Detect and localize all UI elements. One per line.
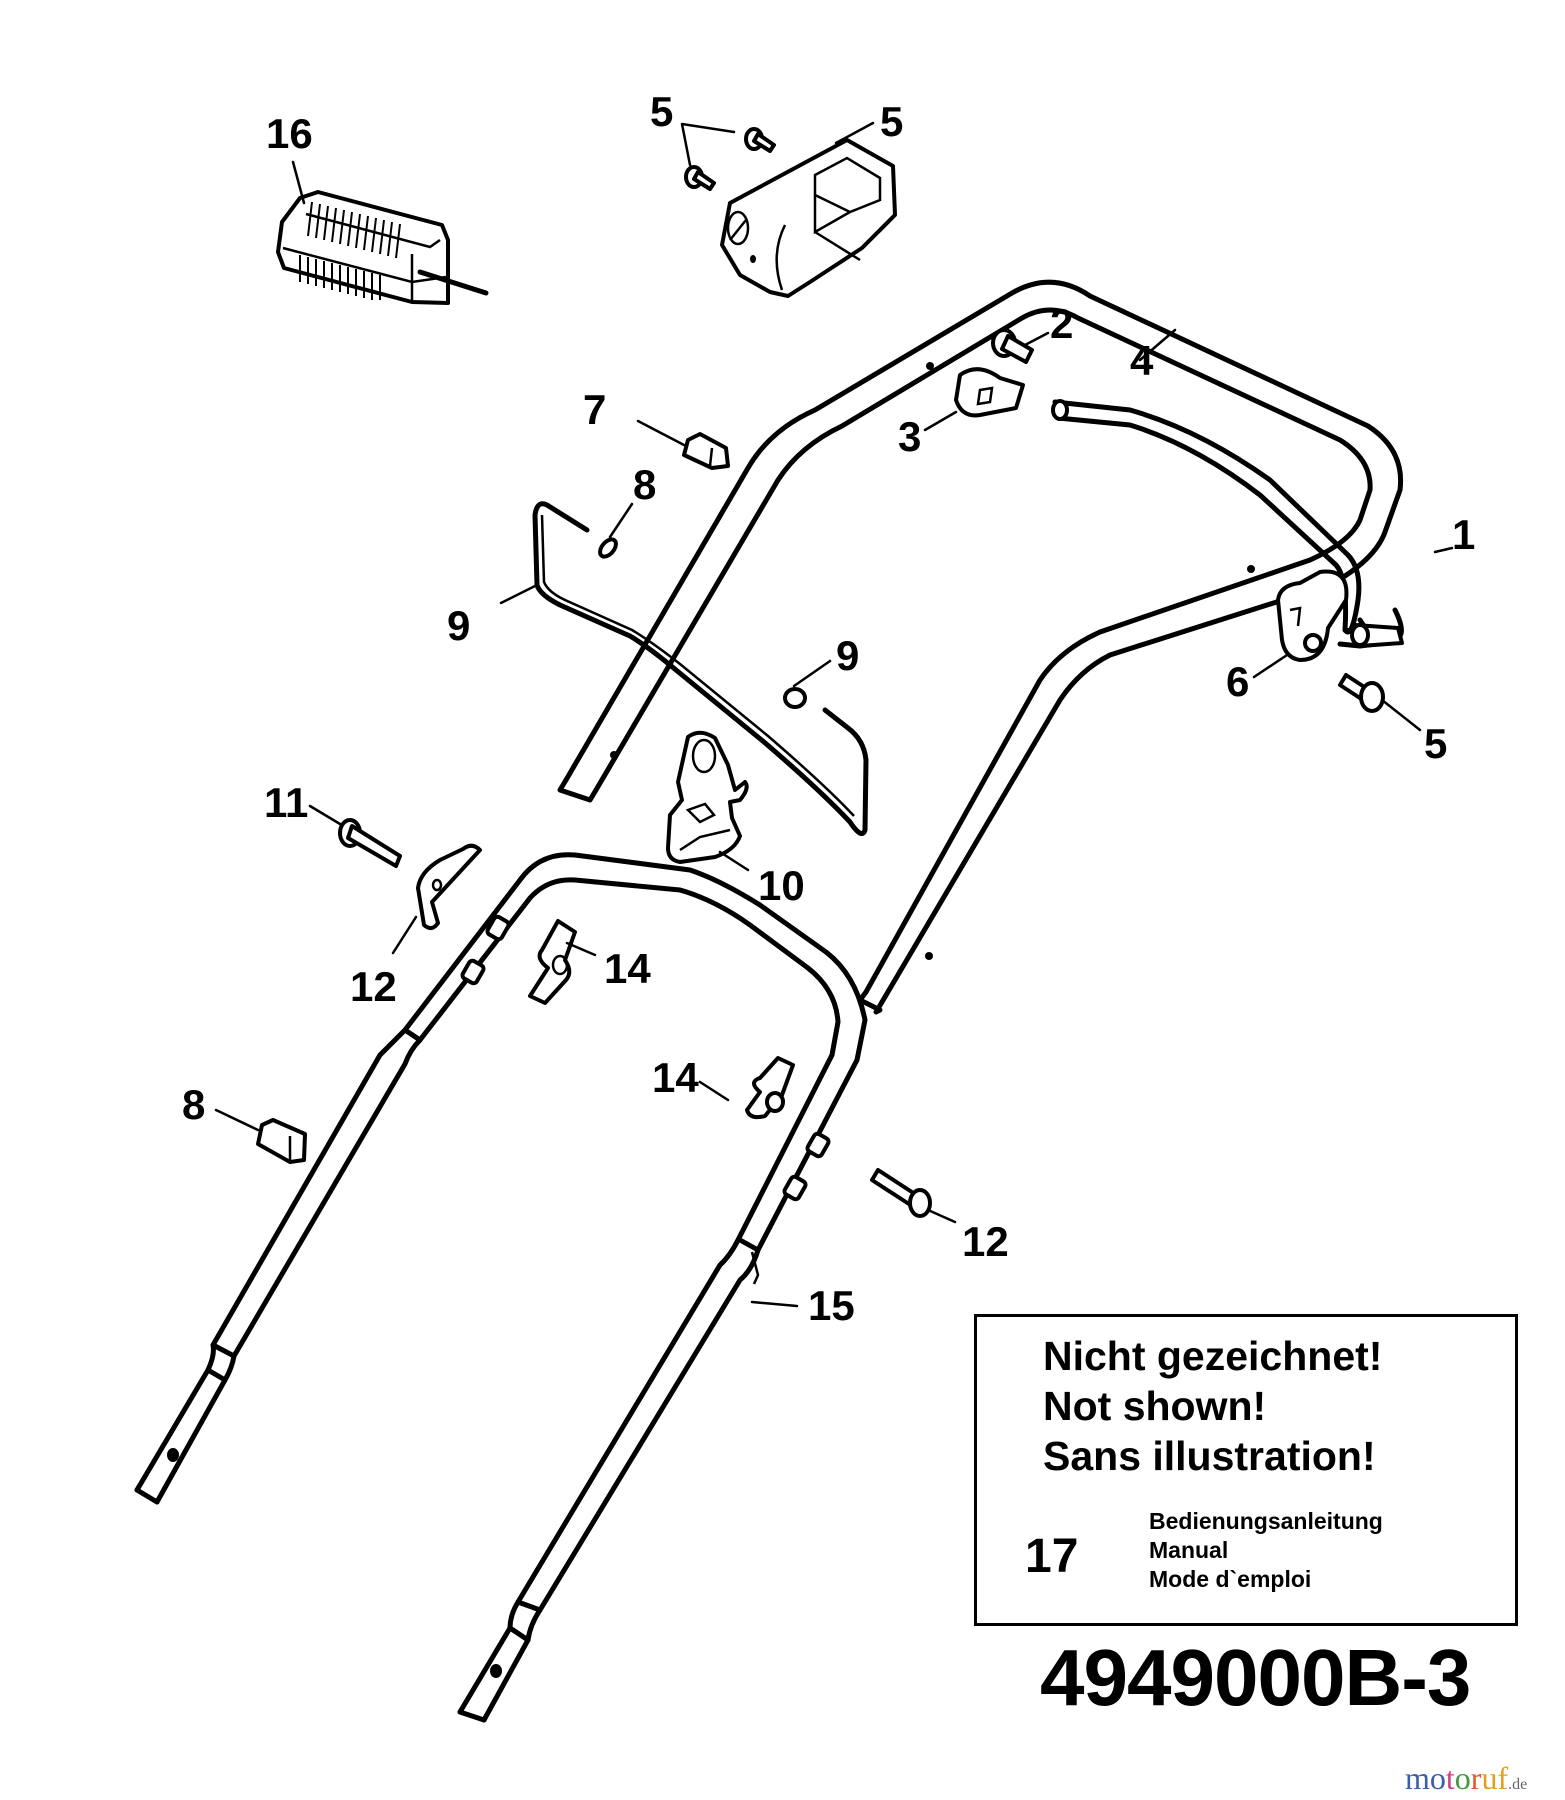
leader-line bbox=[698, 1080, 730, 1102]
cable-holder-part[interactable] bbox=[666, 730, 749, 864]
leader-line bbox=[214, 1108, 260, 1132]
callout-13[interactable]: 12 bbox=[350, 963, 397, 1010]
clamp-part[interactable] bbox=[954, 367, 1025, 418]
callout-14-lower[interactable]: 14 bbox=[652, 1054, 699, 1101]
callout-1[interactable]: 1 bbox=[1452, 511, 1475, 558]
motoruf-watermark-logo[interactable]: motoruf.de bbox=[1405, 1762, 1527, 1794]
clamp-part[interactable] bbox=[1276, 569, 1349, 662]
callout-8-top[interactable]: 7 bbox=[583, 386, 606, 433]
watermark-letters: motoruf bbox=[1405, 1760, 1508, 1796]
watermark-tld: .de bbox=[1508, 1776, 1528, 1793]
clip-part[interactable] bbox=[256, 1118, 307, 1164]
bolt-part[interactable] bbox=[870, 1168, 932, 1218]
watermark-letter: m bbox=[1405, 1760, 1430, 1796]
charger-part[interactable] bbox=[276, 190, 489, 305]
leader-line bbox=[834, 121, 875, 145]
callout-4[interactable]: 4 bbox=[1130, 337, 1154, 384]
callout-15[interactable]: 15 bbox=[808, 1282, 855, 1329]
callout-9-mid[interactable]: 9 bbox=[836, 632, 859, 679]
screw-part[interactable] bbox=[744, 127, 776, 153]
washer-part[interactable] bbox=[783, 687, 807, 709]
callout-8-lower[interactable]: 8 bbox=[182, 1081, 205, 1128]
watermark-letter: t bbox=[1445, 1760, 1455, 1796]
watermark-letter: o bbox=[1429, 1760, 1446, 1796]
leader-line bbox=[1433, 546, 1454, 554]
leader-line bbox=[923, 410, 958, 432]
upper-handle-part[interactable] bbox=[557, 279, 1404, 1015]
watermark-letter: u bbox=[1481, 1760, 1498, 1796]
leader-line bbox=[308, 804, 342, 826]
leader-line bbox=[1252, 653, 1289, 679]
leader-line bbox=[1380, 698, 1422, 732]
callout-12-right[interactable]: 12 bbox=[962, 1218, 1009, 1265]
watermark-letter: o bbox=[1454, 1760, 1471, 1796]
callout-5-top[interactable]: 5 bbox=[650, 88, 673, 135]
watermark-letter: f bbox=[1497, 1760, 1509, 1796]
lower-handle-part[interactable] bbox=[134, 852, 868, 1723]
leader-line bbox=[636, 419, 686, 447]
leader-line bbox=[565, 941, 597, 957]
safety-bar-part[interactable] bbox=[532, 501, 869, 837]
callout-16[interactable]: 16 bbox=[266, 110, 313, 157]
callout-14-upper[interactable]: 14 bbox=[604, 945, 651, 992]
leader-line bbox=[1138, 328, 1177, 362]
leader-line bbox=[926, 1208, 957, 1224]
manual-label-de: Bedienungsanleitung bbox=[1149, 1508, 1383, 1534]
leader-line bbox=[680, 122, 736, 167]
watermark-letter: r bbox=[1470, 1760, 1482, 1796]
leader-line bbox=[608, 502, 634, 539]
callout-7[interactable]: 6 bbox=[1226, 658, 1249, 705]
callout-10[interactable]: 9 bbox=[447, 602, 470, 649]
leader-line bbox=[291, 160, 306, 205]
cable-guide-part[interactable] bbox=[416, 843, 482, 930]
screw-part[interactable] bbox=[991, 328, 1034, 364]
callout-5-right[interactable]: 5 bbox=[1424, 720, 1447, 767]
callout-12-left[interactable]: 11 bbox=[264, 779, 308, 826]
callout-3[interactable]: 3 bbox=[898, 413, 921, 460]
screw-part[interactable] bbox=[1338, 673, 1385, 713]
callout-17[interactable]: 17 bbox=[1025, 1530, 1079, 1583]
leader-line bbox=[792, 659, 832, 688]
leader-line bbox=[499, 583, 539, 605]
leader-line bbox=[1023, 331, 1050, 347]
leader-line bbox=[718, 850, 750, 872]
clip-part[interactable] bbox=[682, 432, 730, 470]
wing-nut-part[interactable] bbox=[745, 1056, 795, 1120]
bolt-part[interactable] bbox=[338, 818, 402, 868]
manual-label-en: Manual bbox=[1149, 1537, 1229, 1563]
callout-2[interactable]: 2 bbox=[1050, 300, 1073, 347]
note-line-en: Not shown! bbox=[1043, 1383, 1267, 1429]
callout-11[interactable]: 10 bbox=[758, 862, 805, 909]
washer-part[interactable] bbox=[597, 536, 619, 559]
leader-line bbox=[750, 1300, 799, 1308]
manual-label-fr: Mode d`emploi bbox=[1149, 1566, 1312, 1592]
callout-6[interactable]: 5 bbox=[880, 98, 903, 145]
not-shown-note-box: Nicht gezeichnet! Not shown! Sans illust… bbox=[974, 1314, 1518, 1626]
note-line-fr: Sans illustration! bbox=[1043, 1433, 1376, 1479]
screw-part[interactable] bbox=[684, 165, 716, 191]
callout-9-top[interactable]: 8 bbox=[633, 461, 656, 508]
note-line-de: Nicht gezeichnet! bbox=[1043, 1333, 1383, 1379]
drawing-number: 4949000B-3 bbox=[1040, 1633, 1471, 1722]
wing-nut-part[interactable] bbox=[528, 919, 577, 1005]
leader-line bbox=[391, 915, 418, 955]
switch-housing-part[interactable] bbox=[720, 138, 897, 298]
drive-bar-part[interactable] bbox=[1051, 399, 1404, 649]
